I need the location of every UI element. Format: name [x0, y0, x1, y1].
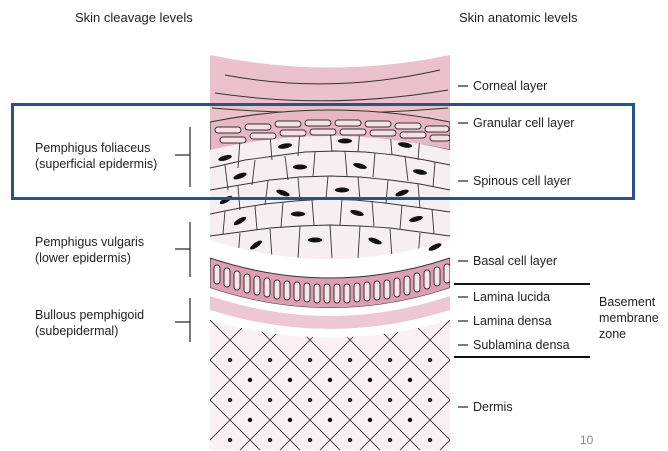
label-lamina-lucida: Lamina lucida — [473, 289, 550, 305]
label-dermis: Dermis — [473, 399, 513, 415]
label-corneal-layer: Corneal layer — [473, 78, 547, 94]
right-header: Skin anatomic levels — [459, 10, 578, 26]
page-number: 10 — [580, 432, 593, 448]
left-header: Skin cleavage levels — [75, 10, 193, 26]
label-pemphigus-vulgaris: Pemphigus vulgaris (lower epidermis) — [35, 234, 144, 266]
label-basal-cell-layer: Basal cell layer — [473, 253, 557, 269]
label-pemphigus-foliaceus: Pemphigus foliaceus (superficial epiderm… — [35, 140, 157, 172]
label-basement-membrane-zone: Basement membrane zone — [599, 294, 659, 342]
dermis — [210, 320, 450, 450]
label-granular-cell-layer: Granular cell layer — [473, 115, 574, 131]
label-lamina-densa: Lamina densa — [473, 313, 552, 329]
label-bullous-pemphigoid: Bullous pemphigoid (subepidermal) — [35, 307, 144, 339]
label-spinous-cell-layer: Spinous cell layer — [473, 173, 571, 189]
label-sublamina-densa: Sublamina densa — [473, 337, 570, 353]
